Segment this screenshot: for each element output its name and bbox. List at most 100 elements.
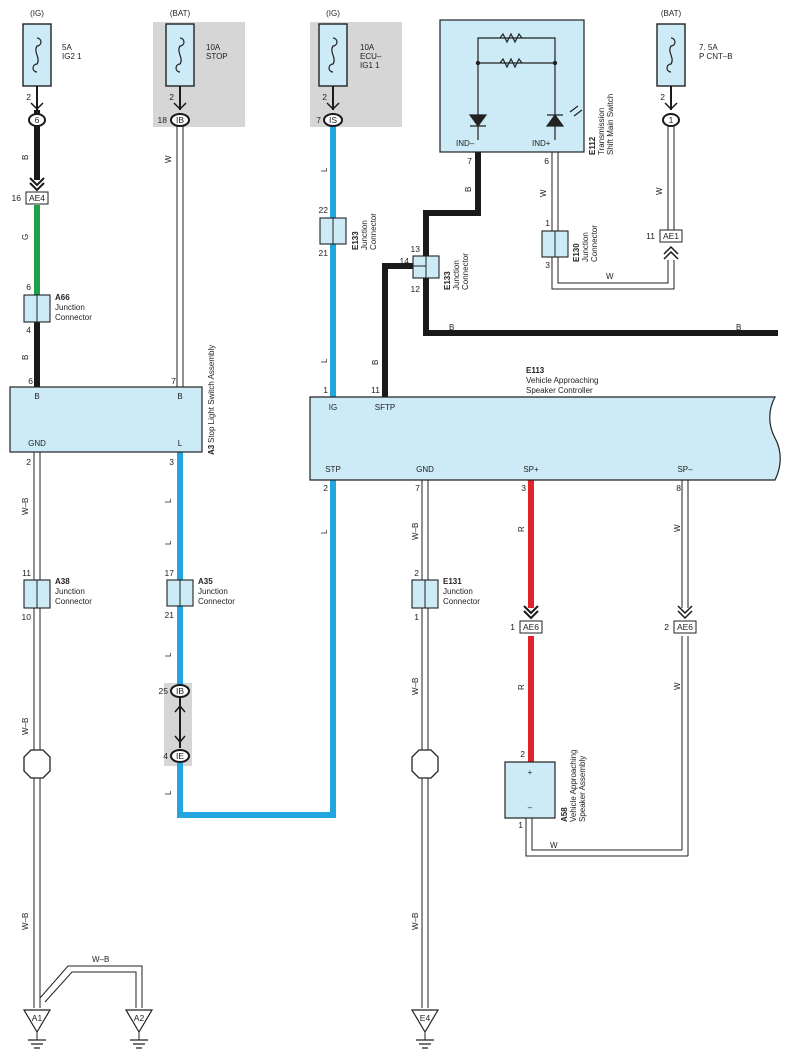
svg-text:SP–: SP– xyxy=(677,465,693,474)
svg-text:6: 6 xyxy=(35,115,40,125)
junction-a38: 11 10 A38 Junction Connector xyxy=(22,568,93,622)
svg-text:Speaker Assembly: Speaker Assembly xyxy=(578,756,587,822)
svg-text:+: + xyxy=(528,768,533,777)
svg-text:IS: IS xyxy=(329,115,337,125)
svg-text:IG2 1: IG2 1 xyxy=(62,52,82,61)
svg-text:L: L xyxy=(164,540,173,545)
svg-text:21: 21 xyxy=(165,610,175,620)
junction-a66: 6 4 A66 Junction Connector xyxy=(23,282,92,335)
ground-icon xyxy=(28,1039,46,1049)
svg-text:14: 14 xyxy=(400,256,410,266)
svg-text:(IG): (IG) xyxy=(326,9,340,18)
svg-text:STOP: STOP xyxy=(206,52,228,61)
resistor-icon xyxy=(499,32,523,44)
svg-text:21: 21 xyxy=(319,248,329,258)
svg-text:17: 17 xyxy=(165,568,175,578)
svg-text:Speaker Controller: Speaker Controller xyxy=(526,386,593,395)
svg-text:E133: E133 xyxy=(351,231,360,250)
svg-text:GND: GND xyxy=(416,465,434,474)
svg-text:B: B xyxy=(34,392,39,401)
svg-text:B: B xyxy=(21,355,30,360)
svg-text:11: 11 xyxy=(22,568,31,578)
svg-text:W–B: W–B xyxy=(411,523,420,540)
svg-text:Connector: Connector xyxy=(443,597,480,606)
wire-stop-w xyxy=(176,125,184,387)
svg-text:L: L xyxy=(164,652,173,657)
svg-text:2: 2 xyxy=(26,457,31,467)
svg-text:E131: E131 xyxy=(443,577,462,586)
fuse-icon xyxy=(328,37,338,73)
svg-text:A1: A1 xyxy=(32,1013,43,1023)
svg-text:Connector: Connector xyxy=(198,597,235,606)
wire-sp-minus-w xyxy=(525,480,689,857)
connector-ae4: AE4 16 xyxy=(12,177,49,205)
svg-text:Junction: Junction xyxy=(581,232,590,262)
svg-text:SFTP: SFTP xyxy=(375,403,395,412)
wire-ind-minus xyxy=(382,152,778,397)
svg-text:G: G xyxy=(21,234,30,240)
svg-text:B: B xyxy=(464,187,473,192)
svg-text:10: 10 xyxy=(22,612,32,622)
svg-text:W: W xyxy=(539,189,548,197)
splice-point-icon xyxy=(23,749,51,779)
junction-e133-b: 13 14 12 E133 Junction Connector xyxy=(400,244,470,294)
svg-text:E4: E4 xyxy=(420,1013,431,1023)
svg-text:22: 22 xyxy=(319,205,329,215)
svg-text:W: W xyxy=(673,524,682,532)
svg-text:L: L xyxy=(164,790,173,795)
svg-text:IND+: IND+ xyxy=(532,139,551,148)
svg-text:IG1 1: IG1 1 xyxy=(360,61,380,70)
connector-ib-ie: IB 25 IE 4 xyxy=(159,684,190,763)
svg-text:18: 18 xyxy=(158,115,168,125)
svg-text:2: 2 xyxy=(520,749,525,759)
svg-text:L: L xyxy=(178,439,183,448)
svg-text:1: 1 xyxy=(669,115,674,125)
junction-e130: 1 3 E130 Junction Connector xyxy=(541,218,599,270)
svg-text:AE6: AE6 xyxy=(523,622,539,632)
fuse-ecu-ig1: (IG) 10A ECU– IG1 1 2 IS 7 xyxy=(316,9,382,127)
connector-ae1: AE1 11 xyxy=(646,229,683,260)
svg-text:W–B: W–B xyxy=(411,913,420,930)
svg-text:AE6: AE6 xyxy=(677,622,693,632)
svg-text:Junction: Junction xyxy=(443,587,473,596)
svg-text:3: 3 xyxy=(169,457,174,467)
svg-text:E130: E130 xyxy=(572,243,581,262)
connector-ae6-sp-plus: AE6 1 xyxy=(510,605,543,634)
svg-text:6: 6 xyxy=(28,376,33,386)
svg-text:E133: E133 xyxy=(443,271,452,290)
svg-text:W: W xyxy=(606,272,614,281)
svg-text:R: R xyxy=(517,526,526,532)
svg-text:W: W xyxy=(673,682,682,690)
junction-e131: 2 1 E131 Junction Connector xyxy=(411,568,480,622)
svg-text:Transmission: Transmission xyxy=(597,108,606,155)
svg-text:A3: A3 xyxy=(207,444,216,455)
junction-a35: 17 21 A35 Junction Connector xyxy=(165,568,236,620)
svg-text:GND: GND xyxy=(28,439,46,448)
svg-text:Junction: Junction xyxy=(198,587,228,596)
svg-text:2: 2 xyxy=(664,622,669,632)
ground-a1: A1 xyxy=(22,1009,52,1049)
svg-text:W–B: W–B xyxy=(92,955,109,964)
svg-text:6: 6 xyxy=(544,156,549,166)
svg-text:ECU–: ECU– xyxy=(360,52,382,61)
svg-text:W: W xyxy=(164,155,173,163)
svg-text:16: 16 xyxy=(12,193,22,203)
fuse-icon xyxy=(666,37,676,73)
ground-icon xyxy=(130,1039,148,1049)
svg-text:Junction: Junction xyxy=(360,220,369,250)
wire-color-labels: B G B W L L B B W W W B B W–B W–B W–B W–… xyxy=(21,155,741,964)
svg-text:7: 7 xyxy=(316,115,321,125)
svg-text:10A: 10A xyxy=(360,43,375,52)
svg-text:AE4: AE4 xyxy=(29,193,45,203)
svg-text:7: 7 xyxy=(467,156,472,166)
svg-text:Connector: Connector xyxy=(590,225,599,262)
svg-text:12: 12 xyxy=(411,284,421,294)
connector-ae6-sp-minus: AE6 2 xyxy=(664,605,697,634)
svg-text:B: B xyxy=(371,360,380,365)
svg-text:11: 11 xyxy=(371,385,380,395)
svg-text:(BAT): (BAT) xyxy=(170,9,191,18)
svg-text:E112: E112 xyxy=(588,136,597,155)
svg-text:2: 2 xyxy=(414,568,419,578)
component-e112-shift-main-switch: IND– IND+ 7 6 E112 Transmission Shift Ma… xyxy=(439,19,615,166)
